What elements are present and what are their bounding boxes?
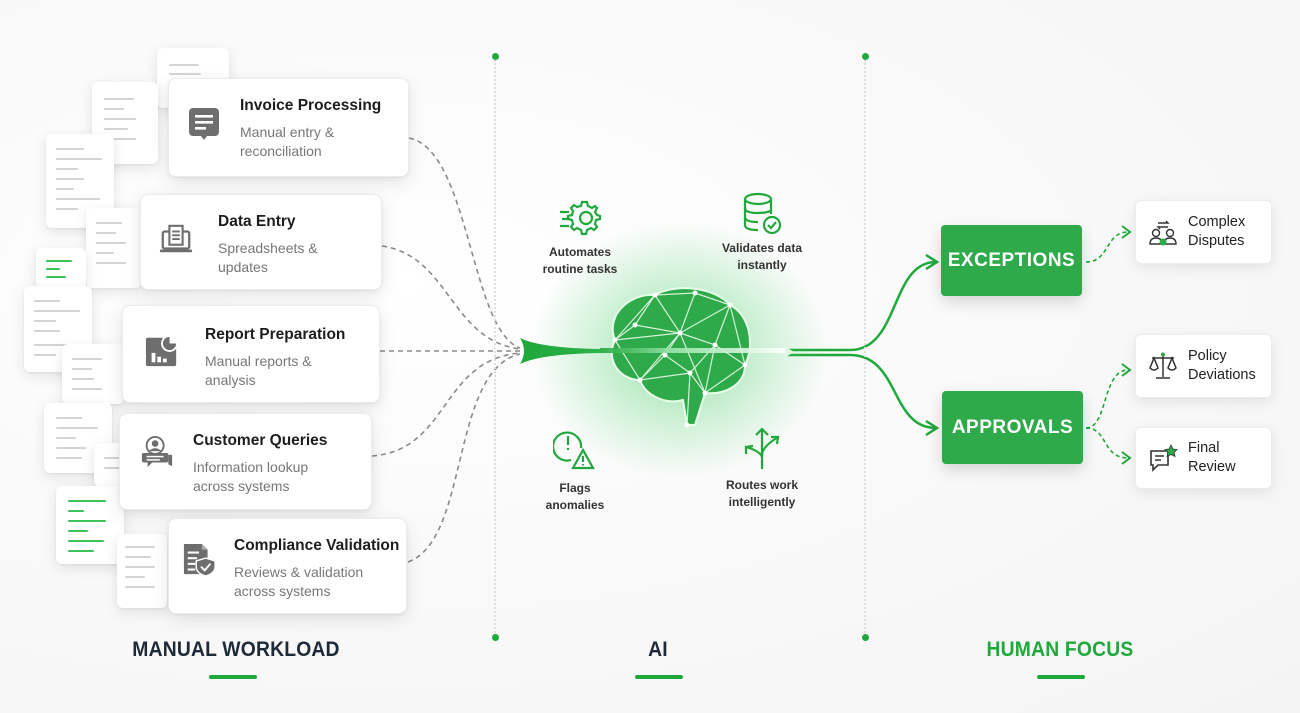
capability-validates: Validates data instantly xyxy=(714,192,810,274)
heading-human-focus: HUMAN FOCUS xyxy=(986,638,1134,661)
divider-dot xyxy=(862,53,869,60)
task-subtitle: Manual reports & analysis xyxy=(205,353,312,388)
task-subtitle: Spreadsheets & updates xyxy=(218,240,318,275)
paper-sheet xyxy=(86,208,142,288)
outcome-policy-deviations: Policy Deviations xyxy=(1135,334,1272,398)
outcome-label: Final Review xyxy=(1188,440,1236,475)
paper-sheet xyxy=(62,344,124,404)
invoice-icon xyxy=(189,108,219,140)
arrowhead-icon xyxy=(1121,225,1132,239)
divider-dot xyxy=(862,634,869,641)
capability-automates: Automates routine tasks xyxy=(532,196,628,278)
customer-chat-icon xyxy=(141,436,173,468)
task-card-data-entry: Data Entry Spreadsheets & updates xyxy=(140,194,382,290)
outcome-complex-disputes: Complex Disputes xyxy=(1135,200,1272,264)
arrowhead-icon xyxy=(1121,451,1132,465)
capability-label: Automates routine tasks xyxy=(542,245,618,276)
people-dispute-icon xyxy=(1149,220,1177,246)
task-subtitle: Manual entry & reconciliation xyxy=(240,124,335,159)
route-arrows-icon xyxy=(744,427,780,469)
arrowhead-icon xyxy=(925,419,940,437)
heading-underline xyxy=(209,675,257,679)
flow-line-approvals xyxy=(785,353,937,430)
arrowhead-icon xyxy=(925,253,940,271)
divider-right xyxy=(864,60,866,636)
divider-dot xyxy=(492,53,499,60)
exceptions-box: EXCEPTIONS xyxy=(941,225,1082,296)
task-card-compliance: Compliance Validation Reviews & validati… xyxy=(168,518,407,614)
capability-routes: Routes work intelligently xyxy=(712,425,812,511)
capability-flags: Flags anomalies xyxy=(527,428,623,514)
connector-data-entry xyxy=(381,245,521,350)
connector-queries xyxy=(371,352,521,457)
alert-warning-icon xyxy=(553,431,595,470)
brain-flow-line xyxy=(600,348,785,353)
task-title: Data Entry xyxy=(218,213,296,230)
scales-icon xyxy=(1149,352,1177,379)
task-card-report: Report Preparation Manual reports & anal… xyxy=(122,305,380,403)
approvals-box: APPROVALS xyxy=(942,391,1083,464)
laptop-document-icon xyxy=(159,224,193,253)
heading-manual-workload: MANUAL WORKLOAD xyxy=(132,638,340,661)
task-title: Report Preparation xyxy=(205,326,346,343)
capability-label: Routes work intelligently xyxy=(725,478,798,509)
capability-label: Validates data instantly xyxy=(721,241,803,272)
paper-sheet xyxy=(56,486,124,564)
task-title: Customer Queries xyxy=(193,432,328,449)
paper-sheet xyxy=(36,248,86,290)
heading-underline xyxy=(1037,675,1085,679)
outcome-label: Complex Disputes xyxy=(1188,214,1246,249)
neural-brain-icon xyxy=(610,287,751,428)
outcome-label: Policy Deviations xyxy=(1188,348,1256,383)
gear-speed-icon xyxy=(560,200,602,236)
paper-sheet xyxy=(117,534,167,608)
dashed-approvals-policy xyxy=(1085,369,1129,429)
task-subtitle: Reviews & validation across systems xyxy=(234,564,364,599)
divider-dot xyxy=(492,634,499,641)
heading-underline xyxy=(635,675,683,679)
dashed-exceptions-disputes xyxy=(1085,231,1129,263)
database-check-icon xyxy=(743,192,782,235)
task-card-invoice: Invoice Processing Manual entry & reconc… xyxy=(168,78,409,177)
heading-ai: AI xyxy=(648,638,668,661)
task-title: Invoice Processing xyxy=(240,97,382,114)
report-chart-icon xyxy=(145,334,179,367)
task-subtitle: Information lookup across systems xyxy=(193,459,309,494)
capability-label: Flags anomalies xyxy=(545,481,605,512)
arrowhead-icon xyxy=(1121,363,1132,377)
chat-star-icon xyxy=(1150,444,1178,472)
connector-compliance xyxy=(407,353,521,563)
flow-line-exceptions xyxy=(785,260,937,352)
document-shield-icon xyxy=(183,543,216,577)
outcome-final-review: Final Review xyxy=(1135,427,1272,489)
dashed-approvals-final xyxy=(1085,427,1129,459)
task-card-queries: Customer Queries Information lookup acro… xyxy=(119,413,372,510)
task-title: Compliance Validation xyxy=(234,537,400,554)
divider-left xyxy=(494,60,496,636)
